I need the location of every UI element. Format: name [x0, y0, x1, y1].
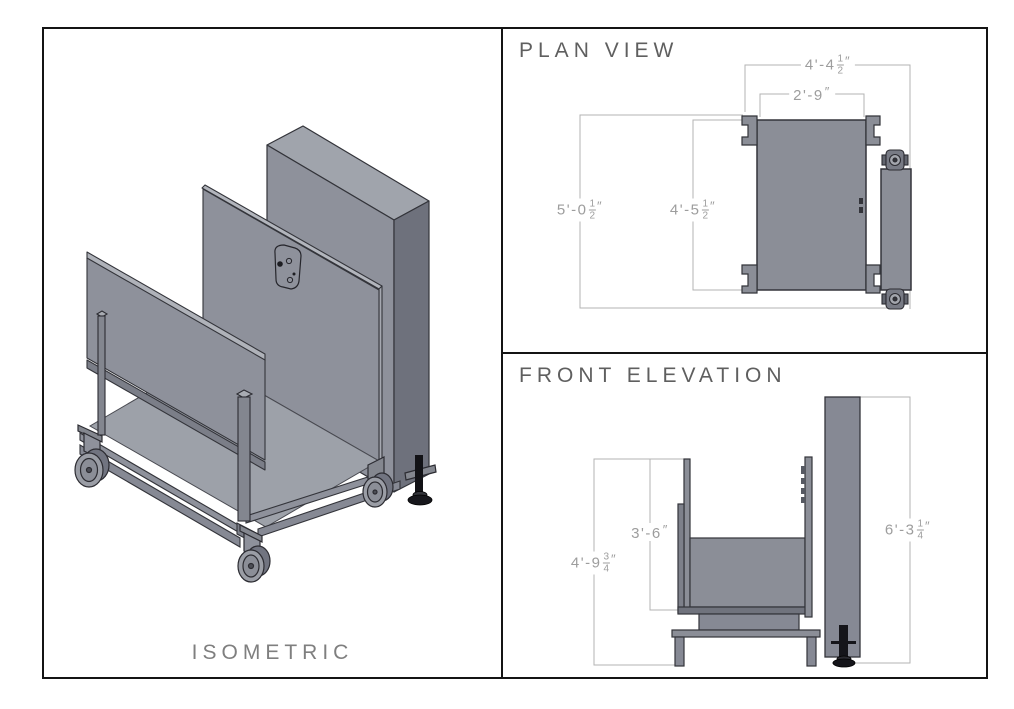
leveling-foot — [404, 455, 437, 506]
mounting-hole-open-1 — [285, 257, 293, 265]
leveling-foot-stem — [415, 455, 423, 492]
plan-caster-top-axle-r — [903, 154, 909, 166]
mounting-hole-open-2 — [286, 276, 294, 284]
plan-cart-body — [756, 119, 867, 291]
bracket-top-left — [741, 115, 758, 146]
left-rail-lower — [79, 444, 241, 548]
front-plate-nubs — [801, 466, 805, 503]
plan-panel-casters — [881, 149, 909, 310]
dim-front-bin-height: 3'-6″ — [627, 523, 673, 541]
front-elevation-title: FRONT ELEVATION — [519, 364, 787, 387]
plan-caster-bottom-axle-r — [903, 293, 909, 305]
dim-plan-body-width: 2'-9″ — [789, 85, 835, 103]
plan-latch-mark-2 — [859, 207, 863, 213]
front-bin — [689, 537, 806, 608]
plan-tall-panel — [880, 168, 912, 291]
back-slab-right-face — [393, 200, 430, 493]
leveling-foot-disc — [407, 494, 433, 506]
bracket-bottom-right — [865, 264, 881, 294]
front-inner-strip — [677, 503, 685, 614]
front-leveling-foot — [831, 625, 856, 668]
plan-view-title: PLAN VIEW — [519, 39, 679, 62]
front-caster-hub — [247, 562, 255, 570]
left-post — [97, 315, 106, 436]
front-foot-disc — [832, 658, 856, 668]
isometric-cart-drawing — [74, 125, 437, 583]
left-caster — [74, 424, 110, 488]
bracket-bottom-left — [741, 264, 758, 294]
front-left-foot — [674, 636, 685, 667]
plan-view-drawing — [579, 64, 912, 310]
front-panel-bottom-rail — [86, 359, 266, 471]
isometric-view-label: ISOMETRIC — [191, 641, 354, 664]
mounting-plate — [274, 244, 302, 290]
right-post — [237, 396, 251, 522]
front-base-plate — [671, 629, 821, 638]
isometric-view-panel: ISOMETRIC — [42, 27, 501, 679]
right-caster-hub — [372, 489, 378, 495]
bracket-top-right — [865, 115, 881, 146]
front-foot-crossbar — [831, 641, 856, 644]
left-caster-hub — [85, 466, 93, 474]
mounting-plate-outline — [274, 244, 302, 290]
front-back-strip — [683, 458, 691, 613]
front-panel — [86, 251, 266, 471]
front-right-foot — [806, 636, 817, 667]
plan-caster-brackets — [741, 115, 881, 294]
front-caster-plate — [239, 524, 263, 543]
mounting-hole-filled — [277, 261, 283, 267]
front-platform — [698, 613, 800, 631]
plan-caster-bottom-axle-l — [881, 293, 887, 305]
plan-latch-mark-1 — [859, 198, 863, 204]
front-cart — [671, 456, 821, 667]
front-right-strip — [804, 456, 813, 618]
front-tall-panel — [824, 396, 861, 658]
latch-posts — [95, 310, 254, 522]
right-caster — [362, 456, 394, 508]
front-elevation-drawing — [593, 396, 911, 668]
plan-caster-top-axle-l — [881, 154, 887, 166]
plan-caster-bottom-hub — [892, 296, 898, 302]
mounting-hole-dot — [292, 272, 296, 276]
plan-caster-top-hub — [892, 157, 898, 163]
left-caster-plate — [77, 424, 103, 443]
front-caster — [237, 524, 271, 583]
front-panel-face — [86, 257, 266, 461]
front-bin-bottom-rail — [677, 606, 810, 615]
